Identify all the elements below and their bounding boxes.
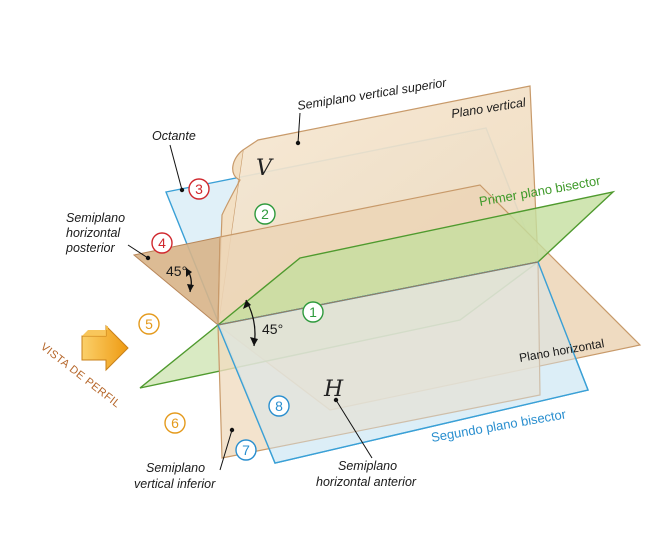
leader-horizontal-posterior bbox=[127, 244, 149, 259]
angle-arrow-1a bbox=[243, 300, 251, 309]
octant-6: 6 bbox=[164, 412, 186, 434]
label-horizontal-posterior-1: Semiplano bbox=[66, 211, 125, 225]
v-symbol: V bbox=[256, 156, 274, 181]
leader-dot-hp bbox=[145, 255, 151, 261]
octant-8: 8 bbox=[268, 395, 290, 417]
svg-text:7: 7 bbox=[242, 442, 250, 458]
leader-semiplano-vertical-superior bbox=[297, 112, 301, 144]
svg-text:8: 8 bbox=[275, 398, 283, 414]
leader-dot-vs bbox=[295, 140, 301, 146]
h-symbol: H bbox=[323, 377, 344, 402]
svg-text:5: 5 bbox=[145, 316, 153, 332]
svg-text:1: 1 bbox=[309, 304, 317, 320]
angle-label-1: 45° bbox=[262, 321, 283, 337]
svg-text:2: 2 bbox=[261, 206, 269, 222]
label-vertical-inferior-2: vertical inferior bbox=[134, 477, 216, 491]
angle-arrow-2b bbox=[187, 284, 194, 292]
leader-dot-ha bbox=[333, 397, 339, 403]
label-horizontal-anterior-1: Semiplano bbox=[338, 459, 397, 473]
svg-text:6: 6 bbox=[171, 415, 179, 431]
angle-label-2: 45° bbox=[166, 263, 187, 279]
label-octante: Octante bbox=[152, 129, 196, 143]
horizontal-plane-posterior bbox=[132, 236, 221, 327]
octant-7: 7 bbox=[235, 439, 257, 461]
profile-view-arrow bbox=[81, 324, 129, 372]
angle-arrow-2a bbox=[186, 268, 192, 277]
label-horizontal-anterior-2: horizontal anterior bbox=[316, 475, 417, 489]
octant-5: 5 bbox=[138, 313, 160, 335]
leader-vertical-inferior bbox=[219, 429, 233, 471]
leader-octante bbox=[169, 144, 183, 191]
label-horizontal-posterior-2: horizontal bbox=[66, 226, 121, 240]
octant-4: 4 bbox=[151, 232, 173, 254]
angle-arrow-1b bbox=[250, 337, 258, 346]
leader-dot-octante bbox=[179, 187, 185, 193]
octant-3: 3 bbox=[188, 178, 210, 200]
label-vertical-inferior-1: Semiplano bbox=[146, 461, 205, 475]
leader-dot-vi bbox=[229, 427, 235, 433]
octant-1: 1 bbox=[302, 301, 324, 323]
ground-line bbox=[217, 261, 539, 326]
svg-text:4: 4 bbox=[158, 235, 166, 251]
leader-horizontal-anterior bbox=[335, 399, 373, 459]
label-horizontal-posterior-3: posterior bbox=[65, 241, 115, 255]
octant-2: 2 bbox=[254, 203, 276, 225]
svg-text:3: 3 bbox=[195, 181, 203, 197]
